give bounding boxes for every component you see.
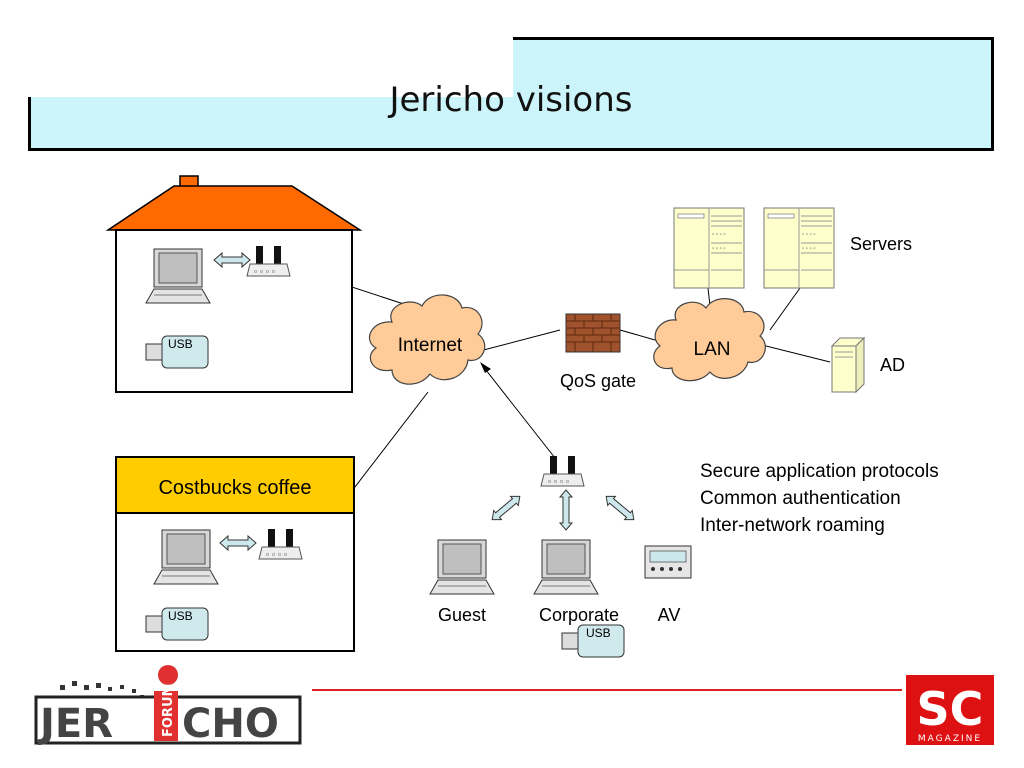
cafe-usb-label: USB — [168, 609, 193, 623]
internet-cloud-icon — [369, 294, 486, 385]
jericho-logo-forum-text: FORUM — [161, 684, 176, 737]
corporate-label: Corporate — [539, 605, 619, 625]
corporate-usb-icon: USB — [561, 624, 625, 658]
guest-label: Guest — [438, 605, 486, 625]
corporate-laptop-icon — [533, 539, 599, 595]
title-box: Jericho visions — [28, 37, 994, 151]
link-arrow-av-icon — [605, 495, 635, 521]
jericho-logo-text-left: JER — [37, 701, 113, 747]
link-arrow-guest-icon — [491, 495, 521, 521]
feature-item: Common authentication — [700, 488, 901, 509]
corporate-router-icon — [540, 455, 585, 487]
sc-logo-text: SC — [917, 682, 984, 736]
jericho-forum-logo: JER FORUM CHO — [34, 665, 302, 747]
home-usb-icon: USB — [145, 335, 209, 369]
guest-laptop-icon — [429, 539, 495, 595]
cafe-usb-icon: USB — [145, 607, 209, 641]
slide-title: Jericho visions — [389, 80, 633, 120]
corporate-usb-label: USB — [586, 626, 611, 640]
ad-server-icon — [830, 336, 866, 394]
cafe-laptop-icon — [153, 529, 219, 585]
cafe-label: Costbucks coffee — [158, 477, 311, 499]
home-laptop-icon — [145, 248, 211, 304]
feature-item: Secure application protocols — [700, 461, 939, 482]
lan-label: LAN — [694, 339, 731, 360]
servers-label: Servers — [850, 234, 912, 254]
sc-logo-magazine-text: MAGAZINE — [918, 734, 982, 744]
av-device-icon — [644, 545, 692, 579]
home-usb-label: USB — [168, 337, 193, 351]
server-icon — [763, 207, 835, 289]
lan-cloud-icon — [653, 298, 766, 382]
internet-label: Internet — [398, 335, 463, 356]
sc-magazine-logo: SC MAGAZINE — [906, 675, 994, 745]
av-label: AV — [658, 605, 681, 625]
feature-list: Secure application protocols Common auth… — [700, 458, 939, 539]
ad-label: AD — [880, 355, 905, 375]
router-to-internet-arrowhead — [480, 362, 491, 373]
server-icon — [673, 207, 745, 289]
qos-gate-label: QoS gate — [560, 371, 636, 391]
jericho-logo-text-right: CHO — [182, 701, 279, 747]
firewall-icon — [565, 313, 621, 353]
link-arrow-corporate-icon — [558, 489, 574, 531]
feature-item: Inter-network roaming — [700, 515, 885, 536]
cafe-banner — [115, 456, 355, 514]
